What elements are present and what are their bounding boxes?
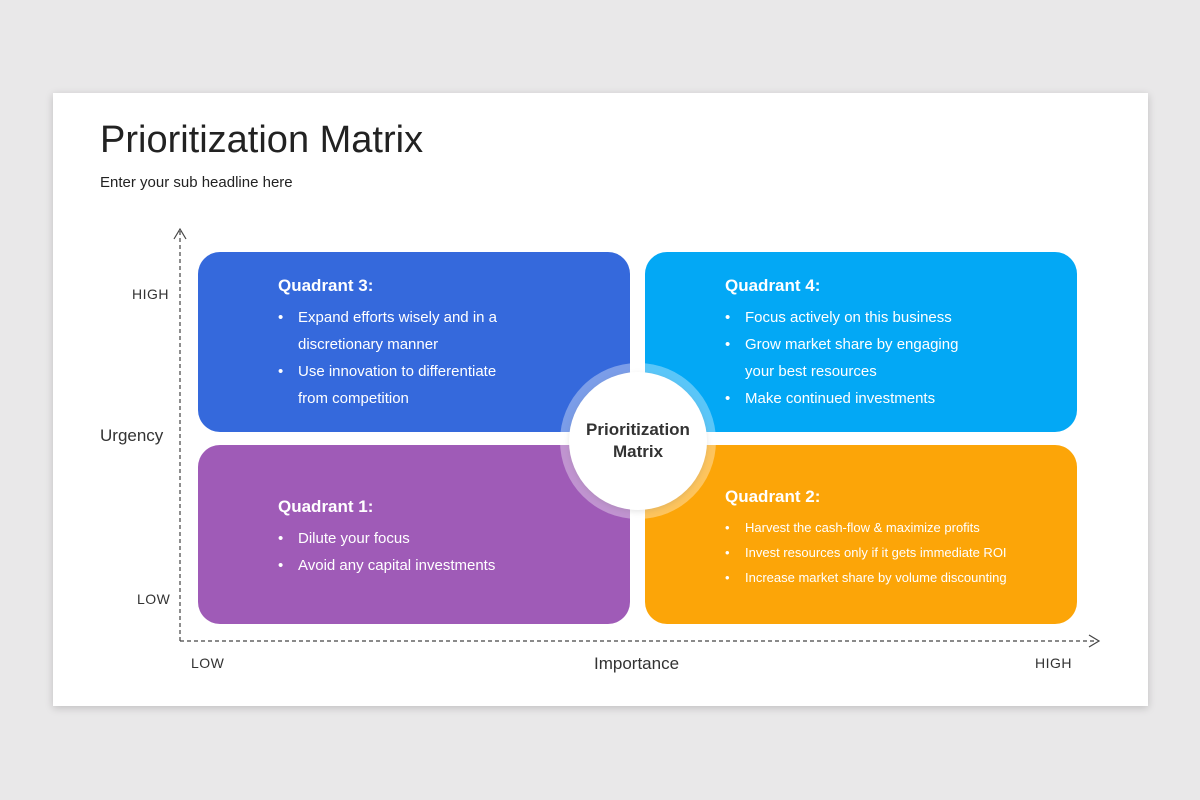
list-item: Avoid any capital investments [278, 552, 610, 579]
x-axis-name: Importance [594, 654, 680, 673]
list-item: Use innovation to differentiate from com… [278, 358, 528, 412]
quadrant-4-list: Focus actively on this business Grow mar… [725, 304, 1057, 412]
list-item: Increase market share by volume discount… [725, 565, 1057, 590]
list-item: Invest resources only if it gets immedia… [725, 540, 1057, 565]
y-high-label: HIGH [132, 286, 169, 302]
quadrant-4: Quadrant 4: Focus actively on this busin… [645, 252, 1077, 432]
y-axis-arrow-icon [173, 227, 187, 240]
list-item: Dilute your focus [278, 525, 610, 552]
page-subtitle: Enter your sub headline here [100, 174, 293, 191]
axes [173, 227, 1101, 648]
quadrant-1: Quadrant 1: Dilute your focus Avoid any … [198, 445, 630, 624]
x-axis-arrow-icon [1088, 634, 1101, 648]
quadrant-3-list: Expand efforts wisely and in a discretio… [278, 304, 610, 412]
list-item: Focus actively on this business [725, 304, 965, 331]
quadrant-3-title: Quadrant 3: [278, 276, 374, 295]
list-item: Make continued investments [725, 385, 965, 412]
y-low-label: LOW [137, 591, 171, 607]
list-item: Expand efforts wisely and in a discretio… [278, 304, 528, 358]
y-axis-name: Urgency [100, 426, 164, 445]
page-title: Prioritization Matrix [100, 119, 424, 161]
quadrant-3: Quadrant 3: Expand efforts wisely and in… [198, 252, 630, 432]
x-high-label: HIGH [1035, 655, 1072, 671]
list-item: Grow market share by engaging your best … [725, 331, 965, 385]
quadrant-2-title: Quadrant 2: [725, 487, 821, 506]
quadrant-1-list: Dilute your focus Avoid any capital inve… [278, 525, 610, 579]
x-low-label: LOW [191, 655, 225, 671]
quadrant-2-list: Harvest the cash-flow & maximize profits… [725, 515, 1057, 590]
center-label: Prioritization Matrix [586, 420, 690, 461]
quadrant-2: Quadrant 2: Harvest the cash-flow & maxi… [645, 445, 1077, 624]
center-circle: Prioritization Matrix [569, 372, 707, 510]
list-item: Harvest the cash-flow & maximize profits [725, 515, 1057, 540]
slide: Prioritization Matrix Enter your sub hea… [53, 93, 1148, 706]
quadrant-4-title: Quadrant 4: [725, 276, 821, 295]
quadrant-1-title: Quadrant 1: [278, 497, 374, 516]
